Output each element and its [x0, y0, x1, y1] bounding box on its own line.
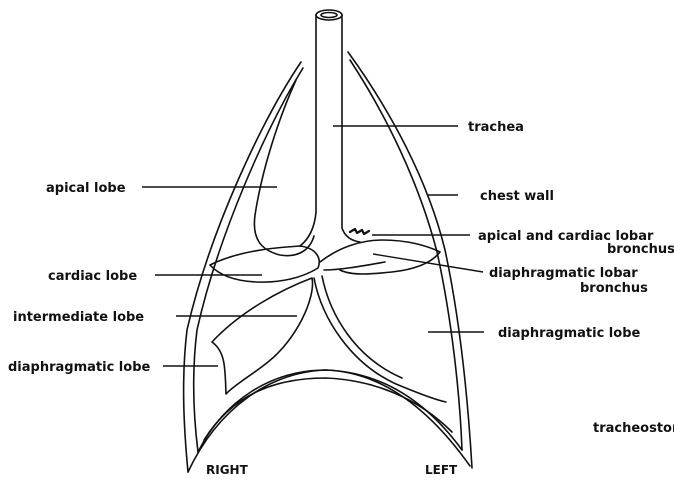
label-apical-lobe: apical lobe	[46, 181, 126, 196]
leader-lines	[142, 126, 484, 366]
bronchus-coil	[350, 229, 369, 234]
label-tracheostomy: tracheostor	[593, 421, 674, 436]
label-left: LEFT	[425, 463, 458, 477]
label-diaphragmatic-lobe-right: diaphragmatic lobe	[8, 360, 150, 375]
label-cardiac-lobe: cardiac lobe	[48, 269, 137, 284]
label-diaphragmatic-lobe-left: diaphragmatic lobe	[498, 326, 640, 341]
label-trachea: trachea	[468, 120, 524, 135]
left-lung-lobes	[320, 240, 440, 274]
diaphragm-arches	[188, 370, 470, 472]
diagram-labels: trachea apical lobe chest wall apical an…	[8, 120, 674, 477]
trachea-tube	[300, 10, 360, 246]
label-diaphragmatic-bronchus-1: diaphragmatic lobar	[489, 266, 638, 281]
label-apical-cardiac-bronchus-2: bronchus	[607, 242, 674, 257]
label-right: RIGHT	[206, 463, 249, 477]
intermediate-lobe	[212, 278, 313, 394]
label-diaphragmatic-bronchus-2: bronchus	[580, 281, 648, 296]
label-intermediate-lobe: intermediate lobe	[13, 310, 144, 325]
label-chest-wall: chest wall	[480, 189, 554, 204]
right-apical-lobe	[254, 80, 314, 256]
